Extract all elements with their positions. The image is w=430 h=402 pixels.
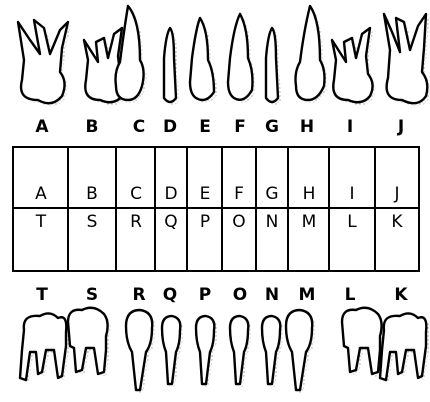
grid-cell-bottom: O: [232, 212, 245, 232]
grid-cell-top: I: [349, 184, 354, 204]
grid-cell-top: H: [303, 184, 316, 204]
lower-label: S: [86, 285, 98, 305]
grid-cell-top: D: [164, 184, 177, 204]
upper-label: C: [133, 117, 145, 137]
grid-cell-bottom: T: [35, 212, 47, 232]
upper-incisor-icon: [266, 28, 281, 105]
grid-cell-top: F: [234, 184, 244, 204]
lower-label: K: [394, 285, 408, 305]
tooth-grid: A B C D E F G H I J T S R Q P O N M L K: [13, 147, 419, 271]
lower-canine-icon: [126, 310, 155, 393]
lower-incisor-icon: [230, 316, 251, 387]
lower-molar-icon: [342, 308, 385, 377]
grid-cell-bottom: S: [87, 212, 98, 232]
upper-canine-icon: [116, 6, 147, 103]
upper-label: D: [163, 117, 177, 137]
upper-molar-icon: [384, 14, 430, 106]
lower-label: T: [36, 285, 48, 305]
lower-incisor-icon: [262, 316, 283, 387]
upper-label: A: [35, 117, 49, 137]
grid-cell-bottom: K: [391, 212, 403, 232]
lower-label: L: [345, 285, 356, 305]
grid-cell-bottom: L: [347, 212, 357, 232]
grid-cell-top: A: [35, 184, 47, 204]
lower-molar-icon: [20, 313, 69, 383]
grid-cell-bottom: N: [266, 212, 279, 232]
lower-incisor-icon: [162, 316, 183, 387]
lower-label: Q: [163, 285, 177, 305]
lower-molar-icon: [380, 313, 429, 383]
upper-label: J: [397, 117, 404, 137]
upper-label-row: A B C D E F G H I J: [35, 117, 404, 137]
upper-label: G: [265, 117, 279, 137]
lower-label: R: [132, 285, 145, 305]
upper-label: E: [199, 117, 211, 137]
grid-cell-top: B: [86, 184, 98, 204]
lower-label-row: T S R Q P O N M L K: [36, 285, 408, 305]
grid-cell-top: E: [200, 184, 211, 204]
grid-cell-bottom: Q: [164, 212, 177, 232]
lower-canine-icon: [286, 310, 315, 393]
lower-incisor-icon: [196, 316, 217, 387]
upper-canine-icon: [296, 6, 328, 103]
upper-label: F: [234, 117, 246, 137]
lower-label: P: [199, 285, 211, 305]
lower-label: M: [299, 285, 316, 305]
upper-label: I: [347, 117, 353, 137]
upper-incisor-icon: [228, 14, 256, 103]
lower-label: N: [265, 285, 279, 305]
upper-label: B: [86, 117, 99, 137]
lower-teeth-row: [20, 308, 429, 393]
upper-incisor-icon: [164, 28, 179, 105]
upper-molar-icon: [332, 28, 376, 105]
grid-cell-bottom: M: [302, 212, 317, 232]
upper-molar-icon: [18, 20, 71, 106]
grid-cell-top: J: [393, 184, 399, 204]
upper-incisor-icon: [190, 18, 217, 103]
grid-cell-bottom: P: [200, 212, 210, 232]
upper-label: H: [300, 117, 314, 137]
grid-cell-top: C: [130, 184, 142, 204]
grid-cell-bottom: R: [130, 212, 142, 232]
upper-teeth-row: [18, 6, 430, 106]
lower-label: O: [233, 285, 247, 305]
grid-cell-top: G: [265, 184, 278, 204]
lower-molar-icon: [68, 308, 111, 377]
